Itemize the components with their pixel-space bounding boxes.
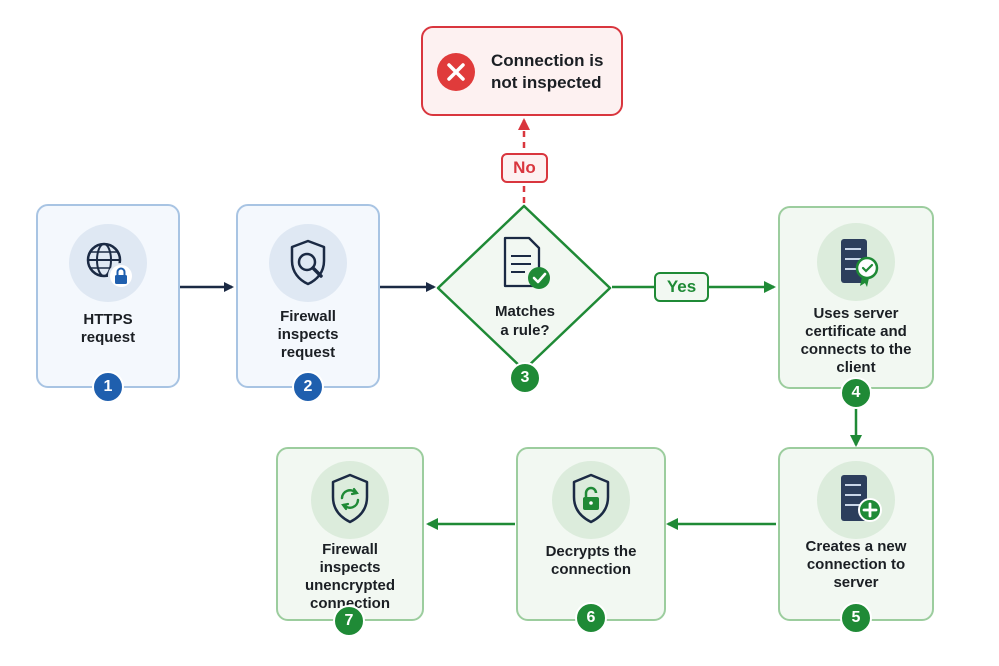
server-add-icon (817, 461, 895, 539)
step-badge-1: 1 (92, 371, 124, 403)
node-firewall-inspects-unencrypted-label: Firewall inspects unencrypted connection (304, 541, 395, 612)
step-badge-2: 2 (292, 371, 324, 403)
step-badge-5: 5 (840, 602, 872, 634)
shield-refresh-icon (311, 461, 389, 539)
step-badge-4: 4 (840, 377, 872, 409)
step-badge-3: 3 (509, 362, 541, 394)
node-creates-new-connection-label: Creates a new connection to server (805, 538, 907, 591)
not-inspected-label: Connection is not inspected (491, 51, 604, 92)
node-decrypts-connection-label: Decrypts the connection (545, 543, 637, 578)
shield-unlock-icon (552, 461, 630, 539)
node-creates-new-connection: Creates a new connection to server (778, 447, 934, 621)
node-firewall-inspects-request-label: Firewall inspects request (277, 308, 339, 361)
globe-lock-icon (69, 224, 147, 302)
no-label: No (501, 153, 548, 183)
decision-label: Matches a rule? (494, 303, 556, 339)
server-certificate-icon (817, 223, 895, 301)
step-badge-7: 7 (333, 605, 365, 637)
shield-magnifier-icon (269, 224, 347, 302)
node-uses-server-certificate-label: Uses server certificate and connects to … (800, 305, 912, 376)
node-decrypts-connection: Decrypts the connection (516, 447, 666, 621)
step-badge-6: 6 (575, 602, 607, 634)
node-https-request: HTTPS request (36, 204, 180, 388)
node-https-request-label: HTTPS request (80, 311, 136, 346)
error-x-icon (437, 53, 475, 91)
not-inspected-box: Connection is not inspected (421, 26, 623, 116)
yes-label: Yes (654, 272, 709, 302)
node-uses-server-certificate: Uses server certificate and connects to … (778, 206, 934, 389)
document-check-icon (499, 234, 555, 294)
node-firewall-inspects-request: Firewall inspects request (236, 204, 380, 388)
node-firewall-inspects-unencrypted: Firewall inspects unencrypted connection (276, 447, 424, 621)
